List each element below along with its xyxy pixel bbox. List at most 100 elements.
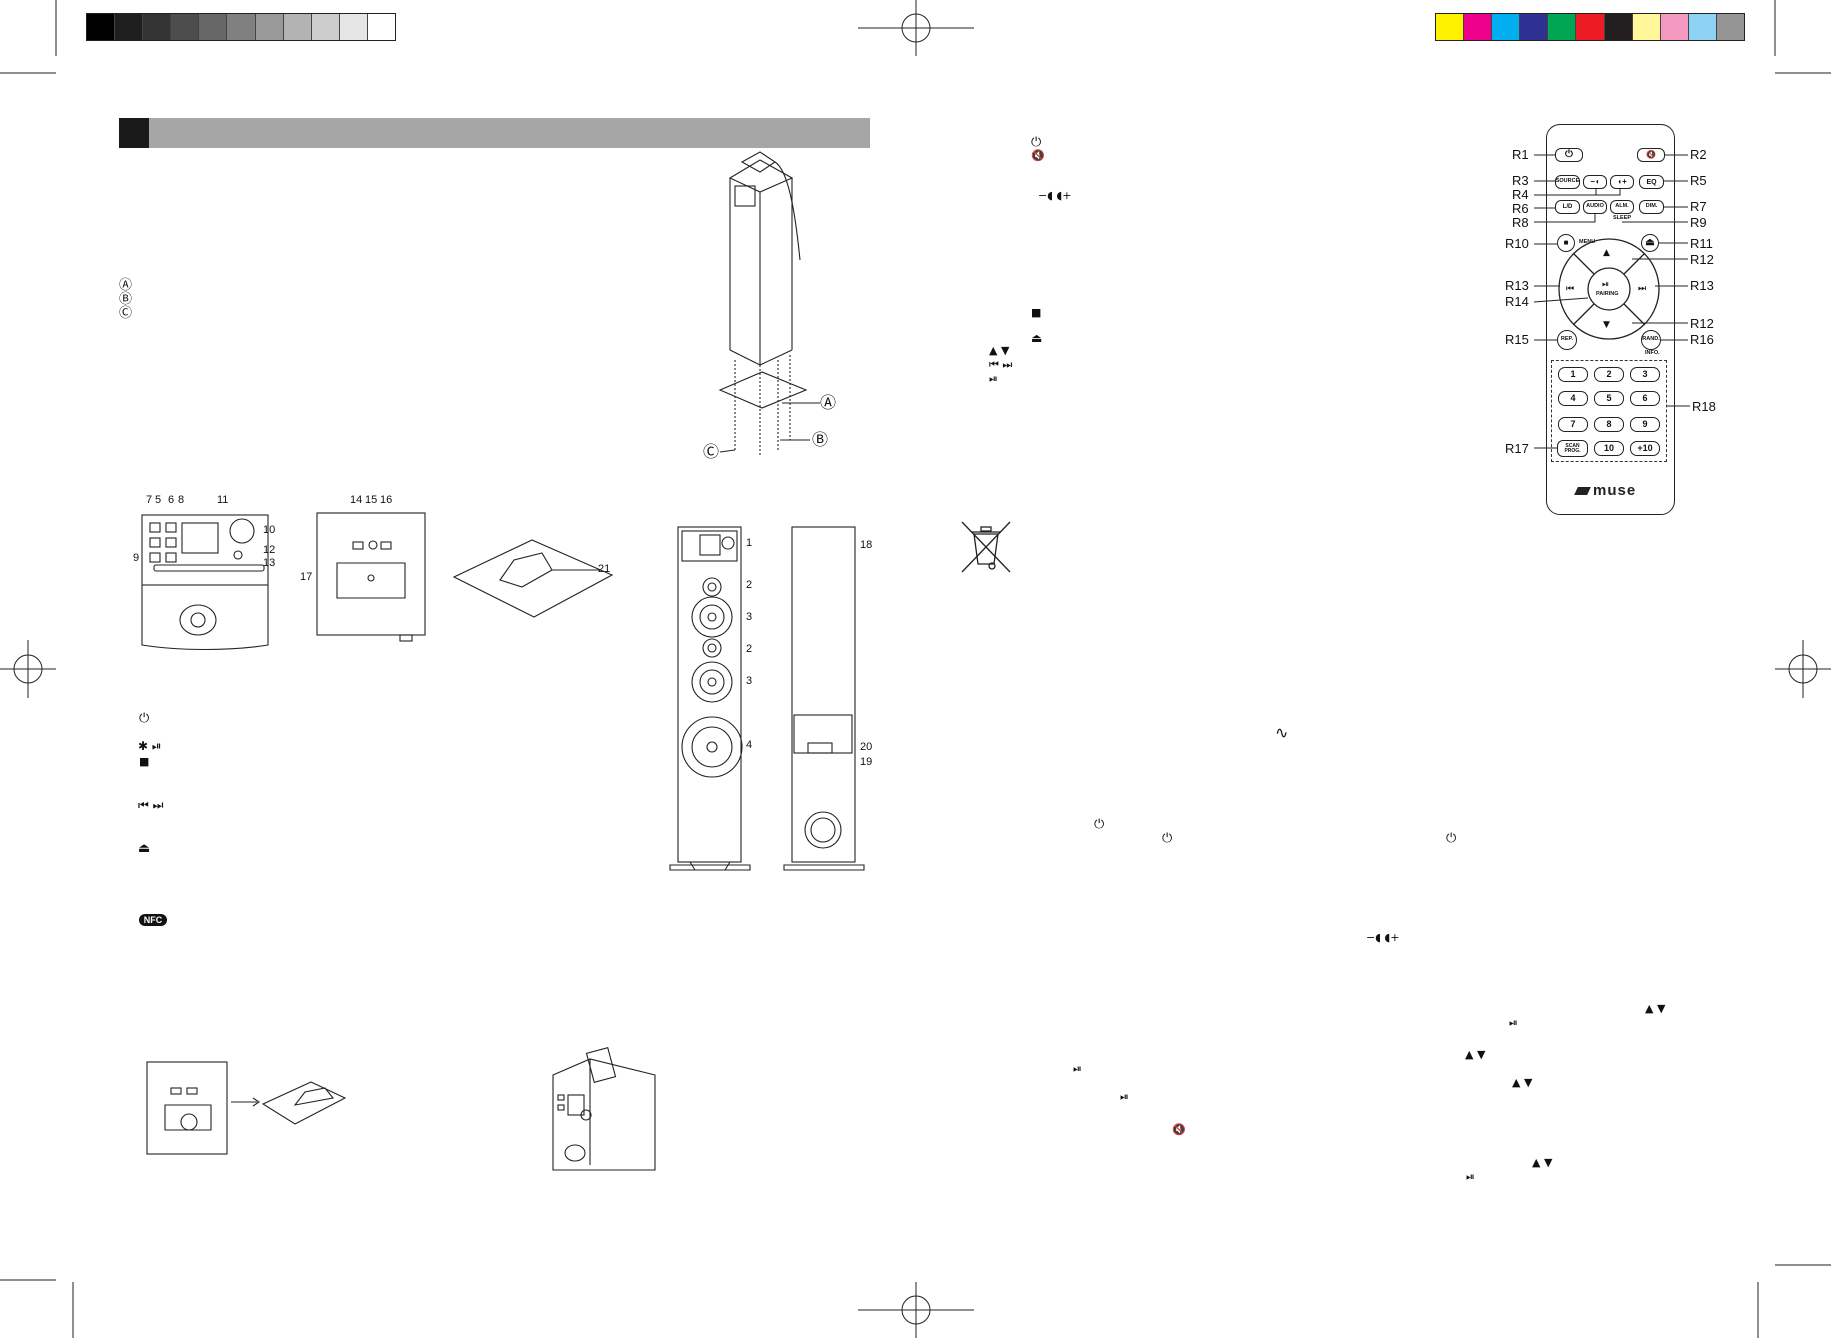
remote-rep-button[interactable]: REP. (1557, 330, 1577, 350)
play-icon-body-1: ⏯ (1509, 1016, 1518, 1029)
unit-label-5: 5 (155, 494, 162, 506)
unit-label-12: 12 (263, 544, 276, 556)
color-swatch (1632, 14, 1661, 40)
remote-callout-r17: R17 (1505, 441, 1529, 456)
ac-wave-icon: ∿ (1275, 723, 1289, 742)
remote-info-label: INFO. (1645, 350, 1660, 356)
unit-label-17: 17 (300, 571, 313, 583)
remote-power-button[interactable]: ⏻ (1555, 148, 1583, 162)
unit-label-10: 10 (263, 524, 276, 536)
tower-label-c: Ⓒ (703, 442, 720, 461)
color-swatch (1464, 14, 1493, 40)
speaker-label-18: 18 (860, 539, 873, 551)
remote-callout-r18: R18 (1692, 399, 1716, 414)
remote-callout-r12-bottom: R12 (1690, 316, 1714, 331)
power-icon-body-1: ⏻ (1094, 817, 1105, 832)
remote-callout-r10: R10 (1505, 236, 1529, 251)
remote-digit-plus10[interactable]: +10 (1630, 441, 1660, 456)
unit-front-diagram (141, 514, 269, 651)
color-swatch (1576, 14, 1605, 40)
speaker-label-1: 1 (746, 537, 753, 549)
up-down-icon-body-4: ▲ ▼ (1532, 1156, 1553, 1169)
remote-source-button[interactable]: SOURCE (1555, 175, 1580, 189)
remote-control-body (1546, 124, 1675, 515)
muse-logo-text: muse (1593, 482, 1637, 499)
remote-alm-button[interactable]: ALM. (1610, 200, 1634, 214)
stop-icon-right: ■ (1031, 306, 1042, 319)
color-swatch (1688, 14, 1717, 40)
remote-mute-button[interactable]: 🔇 (1637, 148, 1665, 162)
remote-callout-r1: R1 (1512, 147, 1529, 162)
remote-rand-button[interactable]: RAND. (1641, 330, 1661, 350)
remote-digit-7[interactable]: 7 (1558, 417, 1588, 432)
remote-menu-label: MENU (1579, 239, 1596, 245)
remote-digit-5[interactable]: 5 (1594, 391, 1624, 406)
power-icon-body-3: ⏻ (1446, 831, 1457, 846)
registration-mark-right (1775, 640, 1831, 698)
up-down-icon-body-2: ▲ ▼ (1465, 1048, 1486, 1061)
color-swatch (1492, 14, 1521, 40)
mute-icon-right: 🔇 (1031, 149, 1045, 162)
remote-eject-button[interactable]: ⏏ (1641, 234, 1659, 252)
skip-icon: ⏮ ⏭ (138, 798, 164, 812)
color-swatch (1548, 14, 1577, 40)
remote-digit-3[interactable]: 3 (1630, 367, 1660, 382)
power-icon-body-2: ⏻ (1162, 831, 1173, 846)
remote-callout-r8: R8 (1512, 215, 1529, 230)
up-down-icon-body-3: ▲ ▼ (1512, 1076, 1533, 1089)
remote-lr-button[interactable]: L/D (1555, 200, 1580, 214)
remote-digit-9[interactable]: 9 (1630, 417, 1660, 432)
remote-down-button[interactable]: ▼ (1603, 320, 1610, 330)
remote-up-button[interactable]: ▲ (1603, 248, 1610, 258)
grayscale-swatch (115, 14, 144, 40)
dock-label-21: 21 (598, 563, 611, 575)
remote-callout-r16: R16 (1690, 332, 1714, 347)
grayscale-swatch (87, 14, 116, 40)
section-header-bar (119, 118, 870, 148)
muse-logo: muse (1574, 482, 1637, 499)
up-down-icon-body-1: ▲ ▼ (1645, 1002, 1666, 1015)
grayscale-swatch (227, 14, 256, 40)
remote-dim-button[interactable]: DIM. (1639, 200, 1664, 214)
remote-digit-10[interactable]: 10 (1594, 441, 1624, 456)
tower-label-b: Ⓑ (812, 430, 829, 449)
play-icon-right: ⏯ (989, 372, 998, 385)
grayscale-swatch (339, 14, 368, 40)
speaker-label-3a: 3 (746, 611, 753, 623)
unit-label-16: 16 (380, 494, 393, 506)
unit-label-6: 6 (168, 494, 175, 506)
remote-prev-button[interactable]: ⏮ (1566, 284, 1575, 294)
unit-label-13: 13 (263, 557, 276, 569)
remote-callout-r11: R11 (1690, 236, 1713, 251)
unit-top-diagram (316, 512, 426, 642)
remote-scan-prog-button[interactable]: SCAN PROG. (1557, 440, 1588, 457)
unit-label-11: 11 (217, 494, 229, 506)
remote-callout-r5: R5 (1690, 173, 1707, 188)
remote-digit-4[interactable]: 4 (1558, 391, 1588, 406)
unit-label-7: 7 (146, 494, 153, 506)
dock-plate-diagram (452, 539, 614, 618)
power-icon: ⏻ (139, 711, 150, 726)
remote-digit-1[interactable]: 1 (1558, 367, 1588, 382)
remote-eq-button[interactable]: EQ (1639, 175, 1664, 189)
eject-icon: ⏏ (138, 841, 151, 856)
remote-digit-6[interactable]: 6 (1630, 391, 1660, 406)
grayscale-swatch (283, 14, 312, 40)
remote-audio-button[interactable]: AUDIO (1583, 200, 1607, 214)
remote-numpad-outline (1551, 360, 1667, 462)
legend-b: Ⓑ (119, 292, 133, 307)
play-icon-body-4: ⏯ (1466, 1170, 1475, 1183)
grayscale-swatch (311, 14, 340, 40)
unit-with-dock-diagram (146, 1061, 347, 1155)
speaker-label-4: 4 (746, 739, 753, 751)
remote-next-button[interactable]: ⏭ (1638, 284, 1647, 294)
remote-stop-button[interactable]: ■ (1557, 234, 1575, 252)
remote-digit-2[interactable]: 2 (1594, 367, 1624, 382)
remote-vol-down-button[interactable]: −◖ (1583, 175, 1607, 189)
remote-play-pairing-icon[interactable]: ⏯ (1602, 280, 1610, 290)
speaker-tower-back (783, 526, 865, 871)
remote-digit-8[interactable]: 8 (1594, 417, 1624, 432)
remote-vol-up-button[interactable]: ◖+ (1610, 175, 1634, 189)
